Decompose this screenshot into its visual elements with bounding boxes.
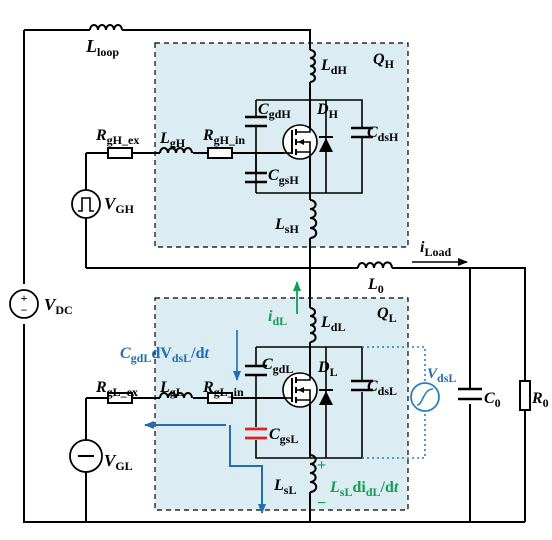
r-gl-ex-resistor [107,392,133,404]
v-gl-source [69,439,103,473]
c-gdh-label: CgdH [258,101,291,121]
v-dsl-probe [362,346,440,459]
c-dsh-label: CdsH [367,124,399,144]
c-gsh-label: CgsH [268,167,299,187]
r-gl-in-label: RgL_in [202,379,244,399]
vdc-plus-sign: + [21,291,28,305]
c-gdl-capacitor [245,364,267,377]
l-sh-label: LsH [274,216,299,236]
l-sl-minus-sign: − [317,495,326,512]
v-gh-label: VGH [104,194,135,216]
d-h-label: DH [316,101,339,121]
l-sh-inductor [309,199,318,239]
l-dh-label: LdH [320,57,347,77]
d-h-diode [319,136,333,152]
l-dl-label: LdL [320,314,345,334]
q-l-label: QL [377,305,397,325]
c-0-capacitor [458,387,482,401]
c-dsh-capacitor [351,126,373,139]
q-l-box [154,297,409,511]
q-h-mosfet [282,124,318,160]
c-0-label: C0 [484,390,501,410]
l-loop-inductor [89,24,123,31]
v-dc-source: + − [9,289,39,319]
l-dl-inductor [309,307,317,343]
c-dsl-capacitor [351,379,373,392]
c-gdl-label: CgdL [262,356,293,376]
l-sl-plus-sign: + [317,457,326,474]
v-gh-source [71,189,101,219]
cgdl-dv-dt-label: CgdLdVdsL/dt [120,345,210,365]
r-gl-in-resistor [207,392,233,404]
l-sl-inductor [309,454,318,493]
q-l-mosfet [282,372,318,408]
l-gl-inductor [159,392,193,399]
l-sl-label: LsL [273,477,296,497]
r-gh-in-resistor [207,147,233,159]
r-0-label: R0 [531,390,549,410]
c-gdh-capacitor [245,115,267,128]
l-0-label: L0 [367,276,384,296]
high-side-gate-wires [85,99,363,268]
q-h-box [154,42,409,248]
source-current-path-arrow [229,425,266,514]
v-dsl-label: VdsL [427,366,456,385]
r-gh-ex-resistor [107,147,133,159]
c-gsl-label: CgsL [269,426,298,446]
i-load-label: iLoad [420,239,451,259]
i-dl-label: idL [268,308,287,328]
lsl-di-dt-label: LsLdidL/dt [329,479,399,499]
r-gl-ex-label: RgL_ex [95,379,138,399]
l-loop-label: Lloop [85,36,119,59]
v-dc-label: VDC [44,295,73,317]
c-gsl-capacitor [245,427,267,440]
c-dsl-label: CdsL [367,378,397,398]
l-gh-inductor [159,147,193,154]
d-l-diode [319,389,333,405]
l-dh-inductor [309,49,316,83]
vdc-minus-sign: − [21,303,28,317]
r-gh-in-label: RgH_in [202,127,245,147]
l-gh-label: LgH [159,130,186,150]
q-h-label: QH [373,51,395,71]
l-0-inductor [357,261,393,269]
r-gh-ex-label: RgH_ex [95,127,139,147]
r-0-resistor [519,380,531,411]
d-l-label: DL [317,359,338,379]
v-gl-label: VGL [104,451,133,473]
l-gl-label: LgL [159,379,184,399]
